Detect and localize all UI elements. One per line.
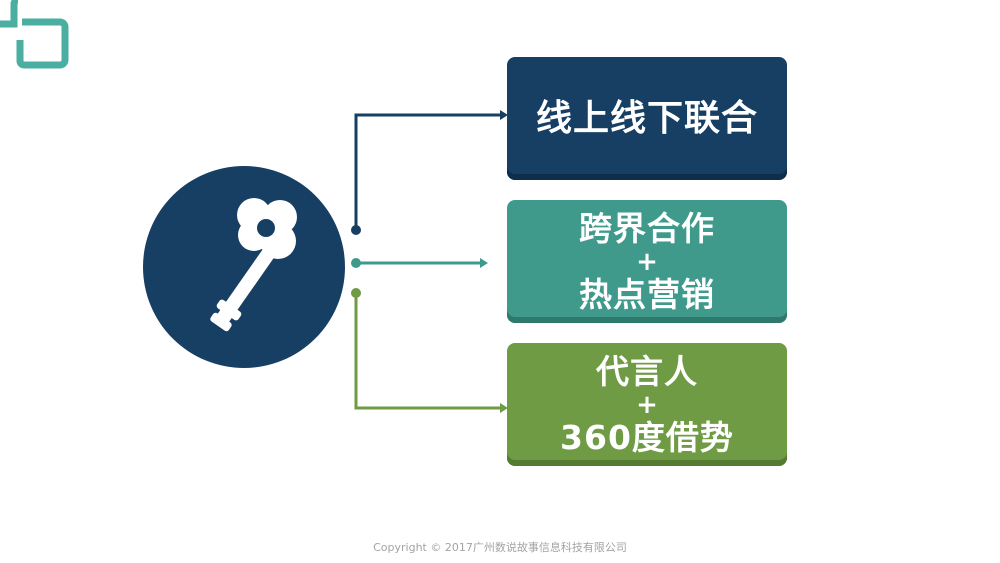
logo-mark-icon [0,0,69,69]
key-badge [143,166,345,368]
box-line: 代言人 [596,351,698,391]
box-plus: + [636,389,658,420]
box-line: 热点营销 [579,274,715,314]
connector-lines [351,110,508,413]
box-line: 360度借势 [560,417,734,457]
strategy-box-crossover: 跨界合作 + 热点营销 [507,200,787,323]
box-plus: + [636,246,658,277]
box-line: 线上线下联合 [535,97,758,139]
strategy-box-online-offline: 线上线下联合 [507,57,787,180]
box-line: 跨界合作 [579,208,715,248]
copyright-footer: Copyright © 2017广州数说故事信息科技有限公司 [373,541,627,554]
strategy-box-spokesperson: 代言人 + 360度借势 [507,343,787,466]
key-icon [210,198,297,332]
